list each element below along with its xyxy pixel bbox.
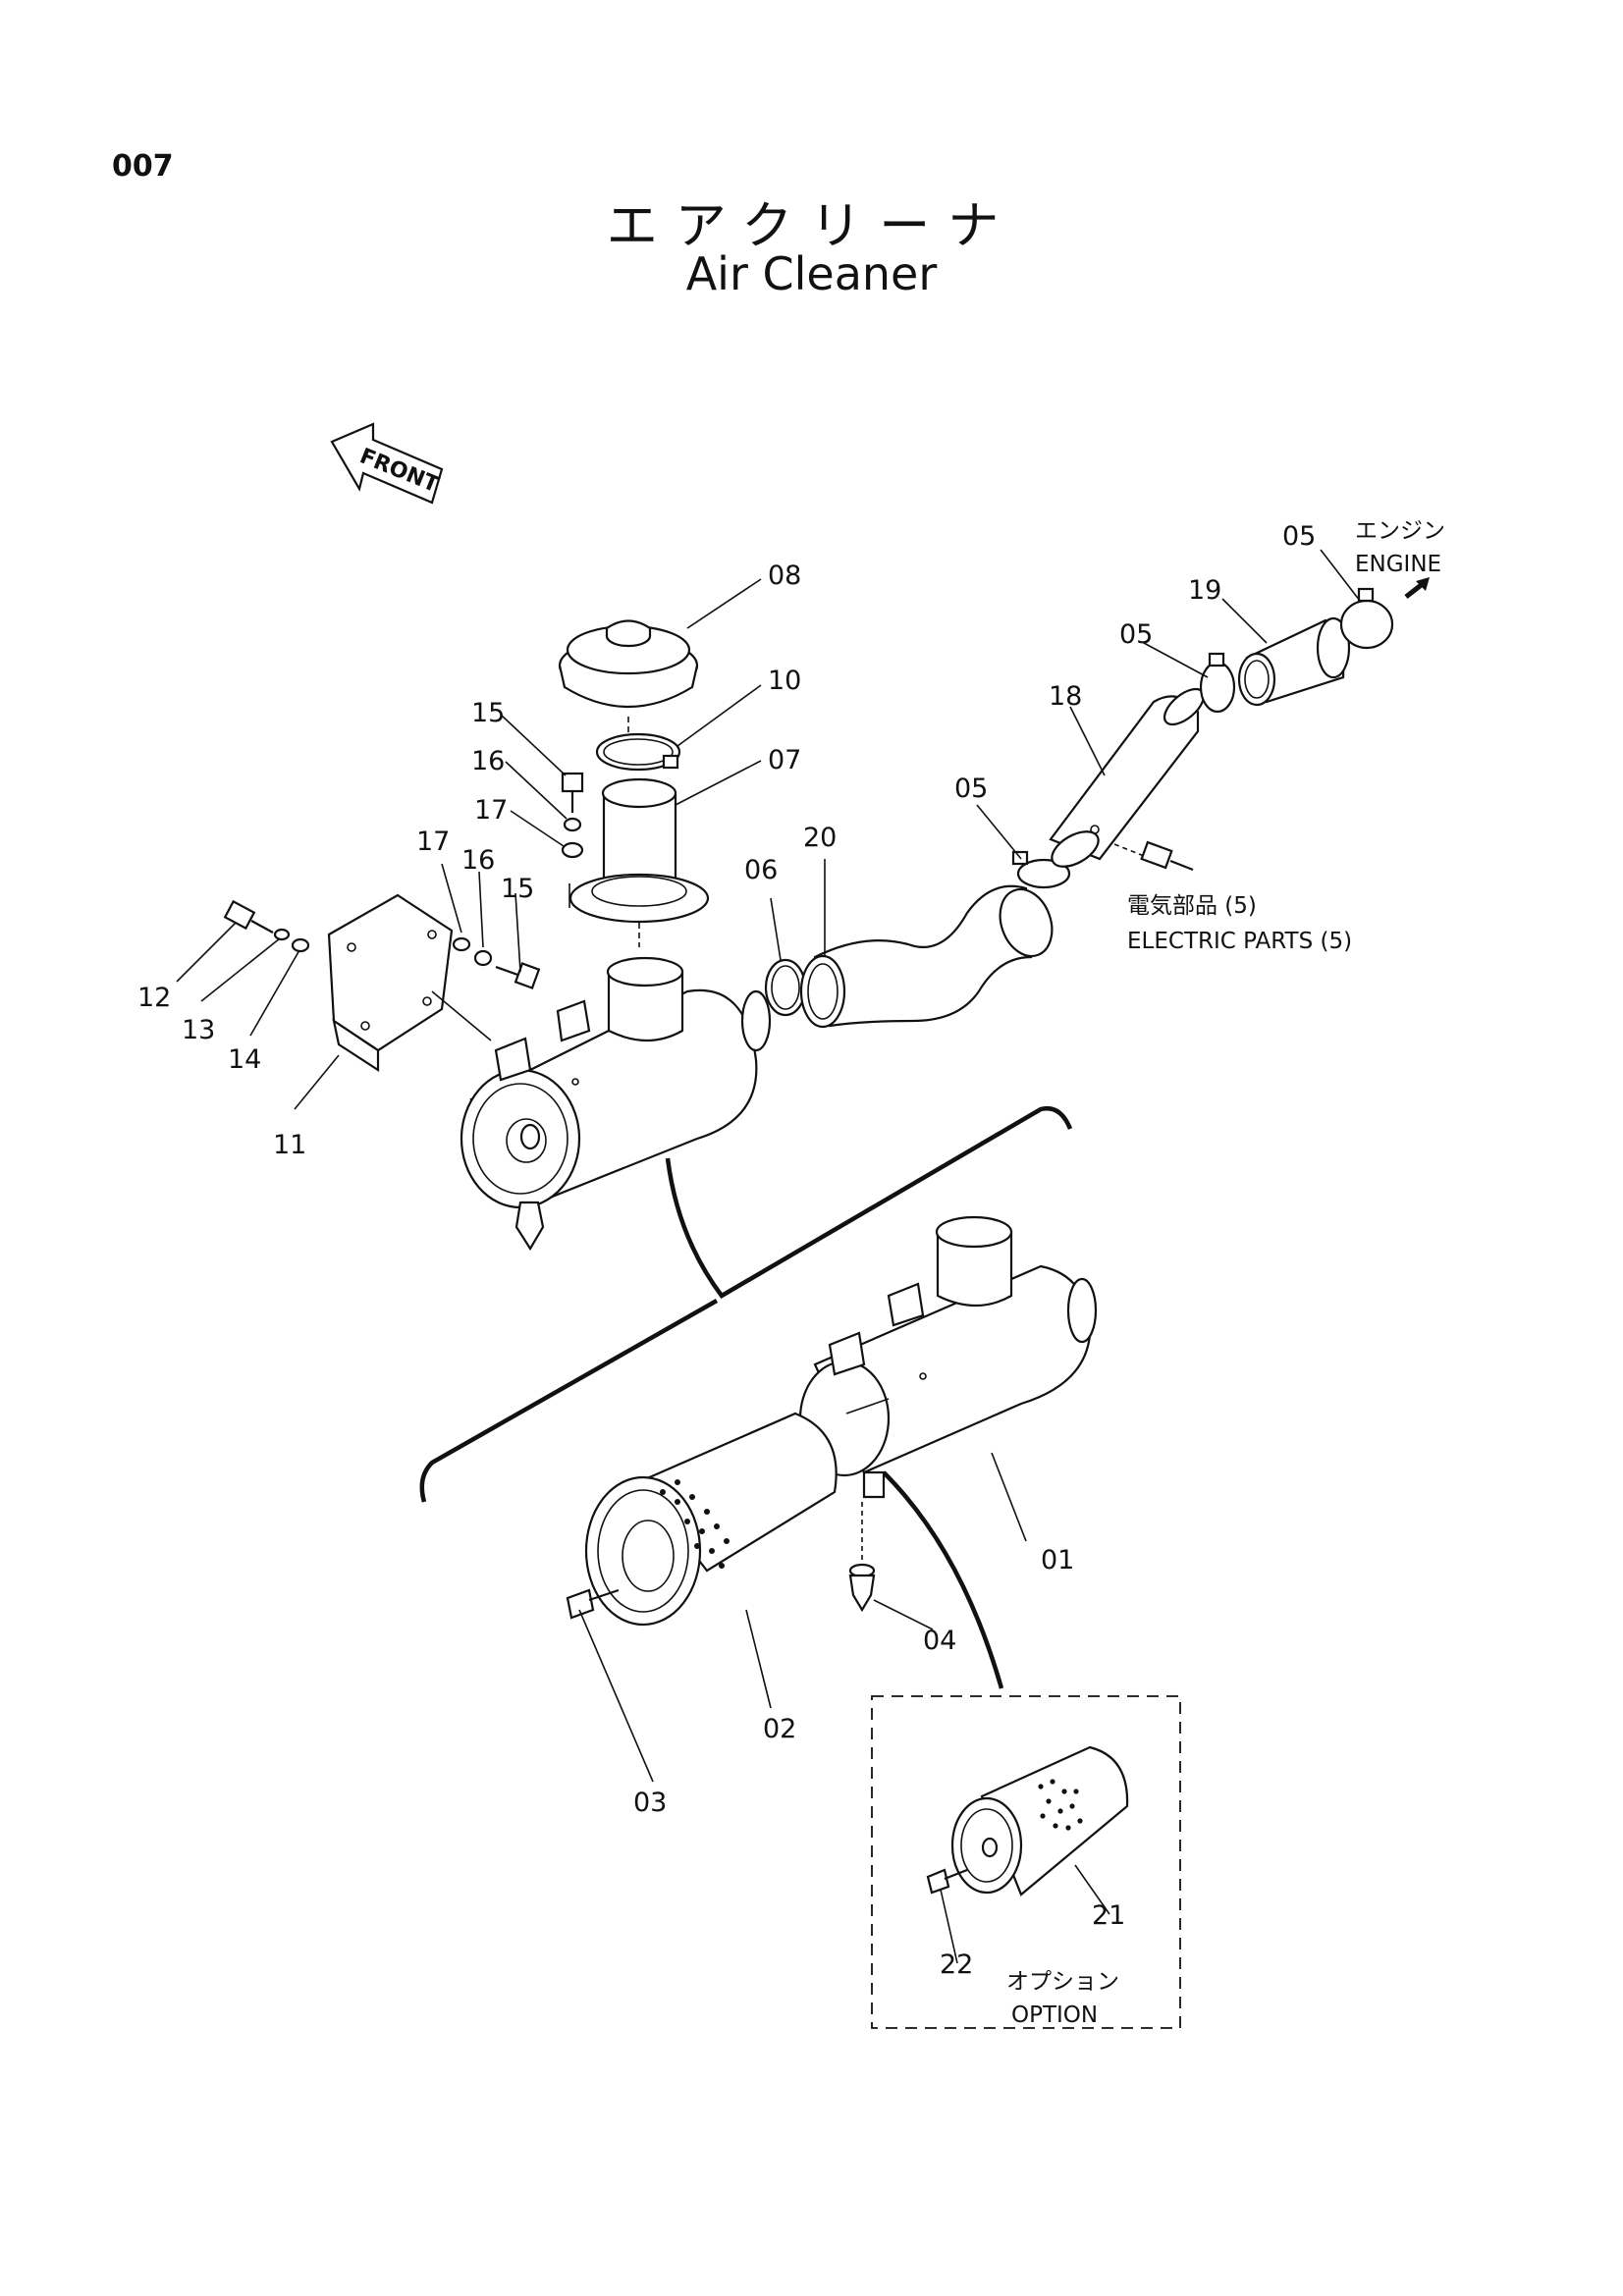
bracket-part-11 [327, 893, 492, 1073]
callout-16a: 16 [461, 845, 495, 876]
washer-part-14 [291, 937, 310, 953]
callout-14: 14 [228, 1044, 261, 1075]
callout-11: 11 [273, 1130, 306, 1160]
washer-part-16a [473, 949, 493, 967]
callout-10: 10 [768, 666, 801, 696]
callout-17a: 17 [416, 827, 450, 857]
cap-part-08 [558, 619, 699, 708]
hose-part-20 [799, 884, 1054, 1029]
leader-lines [176, 549, 1361, 1964]
callout-20: 20 [803, 823, 837, 853]
valve-part-04 [848, 1502, 876, 1613]
callout-12: 12 [137, 983, 171, 1013]
engine-arrow-icon [1404, 577, 1430, 599]
sensor-electric-part [1113, 840, 1194, 872]
callout-05a: 05 [954, 774, 988, 804]
callout-02: 02 [763, 1714, 796, 1744]
callout-curve-upper [665, 1105, 1073, 1299]
callout-05b: 05 [1119, 619, 1153, 650]
bolt-part-12 [223, 899, 274, 934]
bolt-part-15a [495, 962, 541, 989]
option-label-en: OPTION [1011, 2002, 1098, 2028]
engine-label-en: ENGINE [1355, 552, 1441, 577]
callout-curve-lower [419, 1299, 719, 1503]
callout-19: 19 [1188, 575, 1221, 606]
air-cleaner-housing-assembled [460, 956, 772, 1252]
callout-labels: 01 02 03 04 05 05 05 06 07 08 10 11 12 1… [137, 521, 1316, 1980]
callout-curve-option [882, 1470, 1004, 1689]
wing-nut-part-22 [926, 1868, 968, 1895]
callout-06: 06 [744, 855, 778, 885]
washer-part-17a [452, 936, 471, 952]
callout-07: 07 [768, 745, 801, 775]
callout-22: 22 [940, 1949, 973, 1980]
callout-18: 18 [1049, 681, 1082, 712]
pipe-part-18 [1049, 687, 1206, 868]
electric-parts-label-ja: 電気部品 (5) [1127, 893, 1257, 919]
callout-05c: 05 [1282, 521, 1316, 552]
page-number: 007 [112, 149, 174, 184]
callout-21: 21 [1092, 1900, 1125, 1931]
washer-part-17b [561, 841, 584, 859]
washer-part-16b [563, 817, 582, 832]
tube-part-07 [568, 777, 710, 924]
callout-17b: 17 [474, 795, 508, 826]
safety-filter-part-21 [950, 1745, 1129, 1896]
option-label-ja: オプション [1006, 1969, 1119, 1995]
clamp-part-10 [595, 732, 681, 772]
callout-15b: 15 [471, 698, 505, 728]
clamp-part-05a [1016, 858, 1071, 889]
callout-08: 08 [768, 561, 801, 591]
callout-15a: 15 [501, 874, 534, 904]
housing-part-01 [798, 1215, 1098, 1499]
wing-nut-part-03 [566, 1588, 620, 1620]
option-box [871, 1695, 1181, 2029]
filter-element-part-02 [584, 1412, 838, 1627]
bolt-part-15b [561, 772, 584, 813]
callout-04: 04 [923, 1626, 956, 1656]
callout-16b: 16 [471, 746, 505, 776]
washer-part-13 [273, 928, 291, 941]
title-english: Air Cleaner [685, 247, 938, 300]
callout-13: 13 [182, 1015, 215, 1045]
elbow-part-19 [1237, 616, 1351, 707]
title-japanese: エアクリーナ [606, 197, 1017, 256]
electric-parts-label-en: ELECTRIC PARTS (5) [1127, 929, 1352, 954]
callout-03: 03 [633, 1788, 667, 1818]
engine-label-ja: エンジン [1355, 518, 1445, 544]
callout-01: 01 [1041, 1545, 1074, 1575]
front-arrow-icon: FRONT [330, 422, 444, 505]
clamp-part-05b [1199, 661, 1236, 714]
clamp-part-05c [1339, 599, 1394, 650]
